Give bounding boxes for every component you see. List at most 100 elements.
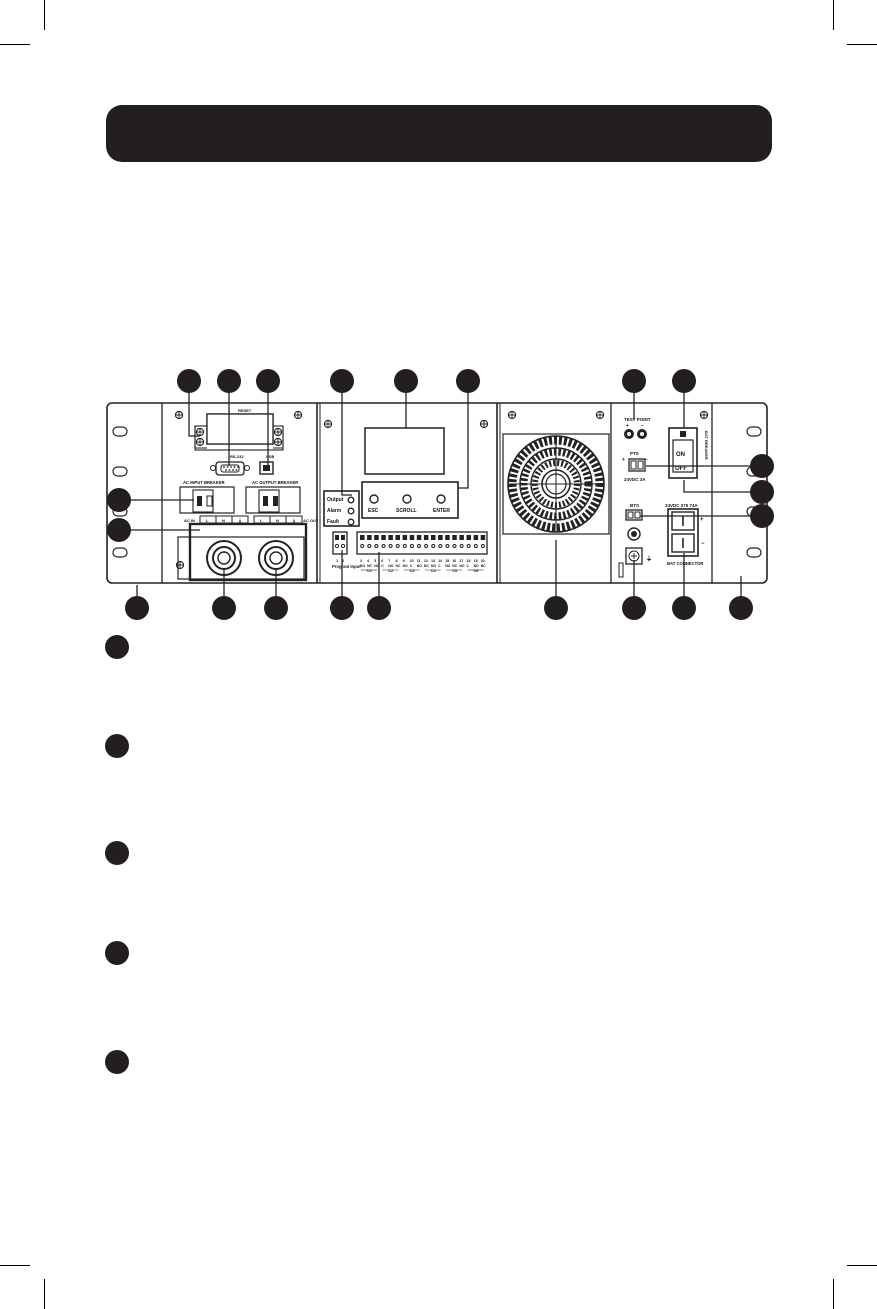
esc-button[interactable]: ESC <box>368 494 379 514</box>
terminal-number: 9 <box>403 559 405 563</box>
terminal-screw <box>360 535 365 540</box>
alarm-led-label: Alarm <box>327 508 342 514</box>
terminal-screw <box>452 535 457 540</box>
section-header-banner <box>106 105 772 162</box>
terminal-wire-hole <box>402 544 407 548</box>
description-marker-3 <box>105 841 129 865</box>
test-point-plus: + <box>626 423 629 429</box>
crop-mark <box>833 1279 834 1309</box>
ac-terminal-label: L <box>206 518 209 523</box>
terminal-type: NO <box>388 564 393 568</box>
terminal-screw <box>445 535 450 540</box>
terminal-number: 7 <box>388 559 390 563</box>
crop-mark <box>847 1265 877 1266</box>
terminal-wire-hole <box>480 544 485 548</box>
description-marker-5 <box>105 1050 129 1074</box>
terminal-number: 13 <box>431 559 435 563</box>
terminal-screw <box>409 535 415 540</box>
description-marker-2 <box>105 734 129 758</box>
terminal-wire-hole <box>473 544 478 548</box>
terminal-group-label: C4 <box>431 569 437 573</box>
terminal-type: C <box>467 564 470 568</box>
terminal-screw <box>431 535 436 540</box>
enter-button[interactable]: ENTER <box>433 494 450 514</box>
terminal-wire-hole <box>431 544 436 548</box>
battery-rating: 24VDC 275 74A <box>665 503 699 508</box>
program-input-terminal[interactable]: 1 2 Program Input <box>332 531 361 569</box>
cooling-fan <box>502 433 610 535</box>
rs232-port[interactable]: RS-232 <box>210 454 250 476</box>
usb-port[interactable]: USB <box>259 454 275 475</box>
crop-mark <box>0 1265 30 1266</box>
ac-terminal-label: N <box>276 518 279 523</box>
terminal-wire-hole <box>374 544 379 548</box>
terminal-wire-hole <box>445 544 450 548</box>
terminal-number: 5 <box>374 559 376 563</box>
terminal-screw <box>381 535 386 540</box>
battery-breaker-switch[interactable]: ON OFF BAT BREAKER <box>668 427 709 479</box>
crop-mark <box>44 1279 45 1309</box>
terminal-type: C <box>438 564 441 568</box>
description-markers <box>105 635 129 1074</box>
terminal-type: NC <box>396 564 401 568</box>
terminal-group-label: C3 <box>410 569 415 573</box>
terminal-type: NO <box>474 564 479 568</box>
terminal-type: NO <box>417 564 422 568</box>
output-led <box>347 496 355 504</box>
dry-contact-terminal-block[interactable]: 3NO4NC5NO6C7NO8NC9NO10C11NO12NC13NO14C15… <box>356 531 488 568</box>
bts-connector[interactable]: BTS <box>625 503 643 521</box>
ground-symbol: ⏚ <box>646 556 652 563</box>
battery-connector[interactable]: 24VDC 275 74A + − BAT CONNECTOR <box>665 503 705 566</box>
reset-cover-plate: RESET <box>194 408 284 451</box>
ac-output-breaker[interactable]: AC OUTPUT BREAKER <box>245 480 301 514</box>
terminal-number: 2 <box>342 558 345 563</box>
bat-breaker-label: BAT BREAKER <box>704 431 709 460</box>
ac-input-breaker-label: AC INPUT BREAKER <box>183 480 225 485</box>
terminal-wire-hole <box>381 544 386 548</box>
rs232-label: RS-232 <box>230 454 244 459</box>
terminal-wire-hole <box>466 544 471 548</box>
terminal-screw <box>480 535 486 540</box>
ac-terminal-label: ⏚ <box>292 517 296 523</box>
terminal-number: 6 <box>381 559 383 563</box>
terminal-type: NO <box>360 564 365 568</box>
terminal-type: NO <box>374 564 379 568</box>
terminal-screw <box>395 535 400 540</box>
terminal-wire-hole <box>417 544 421 548</box>
terminal-screw <box>459 535 464 540</box>
terminal-type: NO <box>459 564 464 568</box>
terminal-number: 16 <box>452 559 456 563</box>
switch-off-label: OFF <box>675 466 687 472</box>
pts-rating: 24VDC 3A <box>624 477 646 482</box>
scroll-button[interactable]: SCROLL <box>396 494 417 514</box>
terminal-screw <box>466 535 471 540</box>
esc-button-label: ESC <box>368 508 379 514</box>
battery-plus: + <box>700 517 704 523</box>
terminal-screw <box>416 535 422 540</box>
battery-minus: − <box>701 541 705 547</box>
terminal-group-label: C1 <box>367 569 372 573</box>
test-point-minus: − <box>641 423 644 429</box>
terminal-type: NC <box>481 564 486 568</box>
terminal-screw <box>374 535 379 540</box>
test-point-label: TEST POINT <box>624 417 651 422</box>
ac-in-label: AC IN <box>184 518 195 523</box>
callout-markers <box>107 369 774 620</box>
crop-mark <box>44 0 45 30</box>
fault-led <box>347 518 355 526</box>
pts-plus: + <box>622 457 625 463</box>
terminal-number: 14 <box>438 559 442 563</box>
test-point-jacks[interactable]: TEST POINT + − <box>624 417 651 439</box>
terminal-group-label: C2 <box>388 569 393 573</box>
terminal-wire-hole <box>459 544 464 548</box>
terminal-number: 11 <box>417 559 421 563</box>
terminal-number: 19 <box>474 559 478 563</box>
terminal-type: NO <box>445 564 450 568</box>
ground-terminal[interactable]: ⏚ <box>625 527 652 565</box>
crop-mark <box>847 44 877 45</box>
terminal-number: 10 <box>410 559 414 563</box>
pts-connector[interactable]: PTS + − 24VDC 3A <box>622 451 648 482</box>
scroll-button-label: SCROLL <box>396 508 417 514</box>
